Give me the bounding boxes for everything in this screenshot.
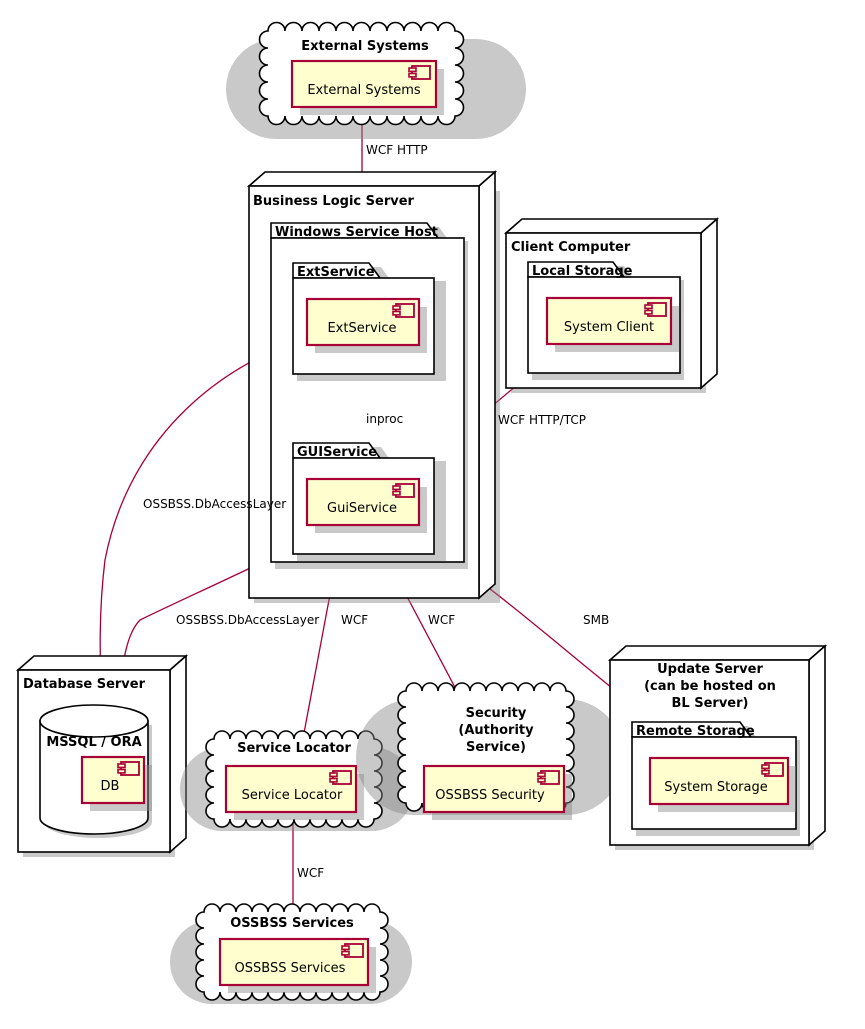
component-icon — [761, 762, 784, 777]
component-db[interactable]: DB — [80, 755, 152, 811]
node-top-face — [15, 655, 189, 671]
package-local-storage[interactable]: Local Storage System Client — [527, 261, 684, 380]
package-ext-service[interactable]: ExtService ExtService — [292, 262, 446, 381]
component-icon — [392, 303, 415, 318]
node-top-face — [503, 218, 720, 234]
component-icon — [341, 943, 364, 958]
node-title-database-server: Database Server — [23, 677, 146, 692]
node-external-systems[interactable]: External Systems External Systems — [226, 21, 526, 140]
node-top-face — [607, 645, 828, 661]
edge-label-inproc: inproc — [366, 412, 403, 426]
node-database-server[interactable]: Database Server MSSQL / ORA DB — [15, 654, 189, 857]
edge-label-dbaccesslayer-gui: OSSBSS.DbAccessLayer — [176, 613, 319, 627]
node-title-ossbss-services: OSSBSS Services — [230, 916, 354, 931]
component-icon — [644, 302, 667, 317]
edge-label-wcf-ossbss: WCF — [297, 866, 324, 880]
component-label: OSSBSS Services — [235, 961, 346, 976]
component-external-systems[interactable]: External Systems — [290, 59, 444, 115]
node-title-security-line2: (Authority — [458, 723, 534, 738]
package-title-ext-service: ExtService — [297, 265, 375, 280]
component-ext-service[interactable]: ExtService — [305, 297, 427, 353]
package-title-local-storage: Local Storage — [532, 264, 633, 279]
node-title-security-line3: Service) — [466, 740, 526, 755]
node-right-face — [700, 217, 718, 390]
node-business-logic-server[interactable]: Business Logic Server Windows Service Ho… — [246, 170, 500, 603]
component-label: Service Locator — [242, 788, 343, 803]
node-right-face — [169, 654, 187, 854]
component-service-locator[interactable]: Service Locator — [224, 764, 364, 820]
node-service-locator[interactable]: Service Locator Service Locator — [180, 730, 414, 831]
node-title-client-computer: Client Computer — [511, 240, 631, 255]
package-title-remote-storage: Remote Storage — [636, 724, 755, 739]
component-icon — [408, 65, 431, 80]
package-title-windows-service-host: Windows Service Host — [275, 225, 438, 240]
node-title-external-systems: External Systems — [301, 39, 429, 54]
edge-label-wcf-http-tcp: WCF HTTP/TCP — [498, 413, 586, 427]
edge-label-dbaccesslayer-ext: OSSBSS.DbAccessLayer — [143, 497, 286, 511]
edge-label-wcf-security: WCF — [428, 613, 455, 627]
component-icon — [117, 761, 140, 776]
component-label: External Systems — [307, 83, 421, 98]
component-ossbss-security[interactable]: OSSBSS Security — [422, 764, 572, 820]
node-ossbss-services[interactable]: OSSBSS Services OSSBSS Services — [170, 903, 412, 1004]
edge-label-wcf-locator: WCF — [341, 613, 368, 627]
node-title-business-logic-server: Business Logic Server — [253, 194, 415, 209]
component-ossbss-services[interactable]: OSSBSS Services — [218, 937, 376, 993]
node-update-server[interactable]: Update Server (can be hosted on BL Serve… — [607, 644, 828, 850]
component-icon — [537, 770, 560, 785]
component-label: System Client — [564, 320, 654, 335]
component-system-storage[interactable]: System Storage — [648, 756, 796, 812]
component-label: GuiService — [327, 501, 397, 516]
database-cylinder[interactable]: MSSQL / ORA DB — [39, 704, 152, 838]
edge-label-smb: SMB — [583, 613, 609, 627]
node-title-service-locator: Service Locator — [237, 741, 351, 756]
node-right-face — [478, 170, 496, 600]
node-title-update-server-line2: (can be hosted on — [644, 679, 776, 694]
package-remote-storage[interactable]: Remote Storage System Storage — [631, 721, 800, 836]
node-right-face — [808, 644, 826, 847]
edge-label-wcf-http: WCF HTTP — [366, 143, 428, 157]
database-title: MSSQL / ORA — [46, 735, 141, 750]
component-label: OSSBSS Security — [435, 788, 545, 803]
component-label: DB — [101, 779, 120, 794]
node-client-computer[interactable]: Client Computer Local Storage System Cli… — [503, 217, 720, 393]
node-title-update-server-line3: BL Server) — [672, 696, 749, 711]
node-title-update-server-line1: Update Server — [657, 662, 763, 677]
component-icon — [392, 483, 415, 498]
package-gui-service[interactable]: GUIService GuiService — [292, 442, 446, 561]
component-label: ExtService — [327, 321, 396, 336]
node-top-face — [246, 171, 498, 187]
component-system-client[interactable]: System Client — [545, 296, 679, 352]
package-title-gui-service: GUIService — [297, 445, 377, 460]
cylinder-top — [39, 704, 149, 738]
node-title-security-line1: Security — [466, 706, 527, 721]
node-security[interactable]: Security (Authority Service) OSSBSS Secu… — [356, 682, 624, 820]
component-gui-service[interactable]: GuiService — [305, 477, 427, 533]
component-icon — [329, 770, 352, 785]
component-label: System Storage — [664, 780, 767, 795]
